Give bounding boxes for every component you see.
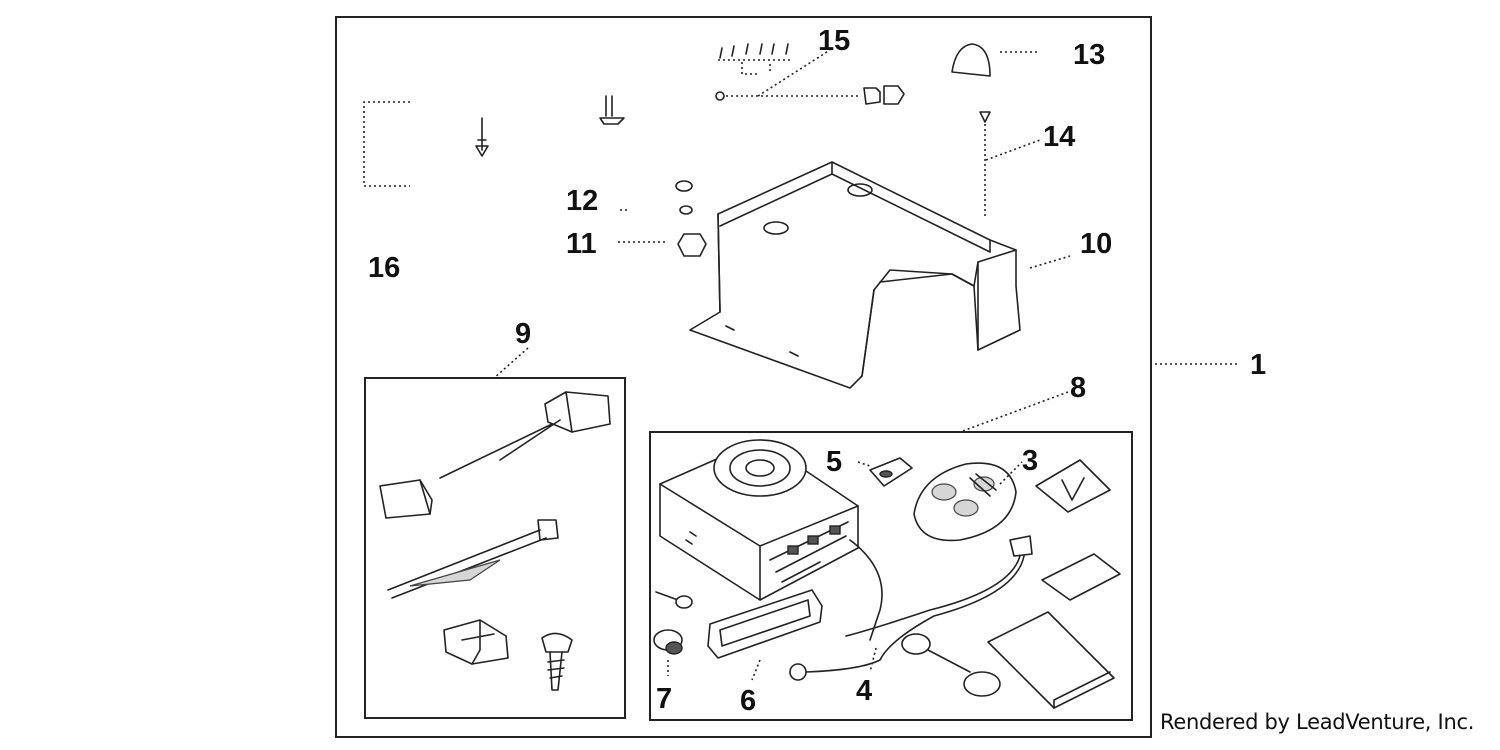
callout-16: 16	[368, 252, 400, 284]
leader-9	[493, 347, 529, 379]
leader-8	[959, 391, 1069, 433]
callout-3: 3	[1022, 445, 1038, 477]
wiring-part-15	[715, 43, 905, 105]
clip	[443, 619, 509, 665]
callout-4: 4	[856, 675, 872, 707]
callout-13: 13	[1073, 39, 1105, 71]
washer-part-12	[620, 180, 693, 215]
grommet-part-7	[653, 629, 683, 676]
instruction-booklet	[987, 611, 1115, 709]
alarm-kit-box	[649, 431, 1133, 721]
harness-part-4	[789, 535, 1033, 681]
callout-8: 8	[1070, 372, 1086, 404]
cap-part-13	[951, 43, 1040, 77]
callout-1: 1	[1250, 349, 1266, 381]
callout-11: 11	[566, 228, 597, 260]
siren-unit	[659, 439, 883, 641]
callout-12: 12	[566, 185, 598, 217]
pin-part-14	[979, 111, 1041, 218]
bracket-part-16	[363, 95, 625, 187]
cover-bracket-part-10	[689, 161, 1071, 389]
callout-14: 14	[1043, 121, 1075, 153]
key-tag	[901, 633, 1001, 697]
screw-small	[655, 591, 693, 609]
callout-5: 5	[826, 446, 842, 478]
bracket-part-5	[857, 457, 913, 487]
label-sheet	[1041, 553, 1121, 601]
remote-part-3	[913, 461, 1023, 542]
cable-tie	[387, 519, 559, 599]
harness-kit-box	[364, 377, 626, 719]
callout-9: 9	[515, 318, 531, 350]
nut-part-11	[618, 233, 707, 257]
gasket-part-6	[707, 589, 823, 681]
screw	[541, 632, 573, 691]
callout-7: 7	[656, 683, 672, 715]
manual-card	[1035, 459, 1111, 513]
callout-10: 10	[1080, 228, 1112, 260]
callout-15: 15	[818, 25, 850, 57]
credit-text: Rendered by LeadVenture, Inc.	[1160, 710, 1475, 734]
harness-part-9	[379, 391, 611, 519]
kit-frame	[335, 16, 1152, 738]
callout-6: 6	[740, 685, 756, 717]
